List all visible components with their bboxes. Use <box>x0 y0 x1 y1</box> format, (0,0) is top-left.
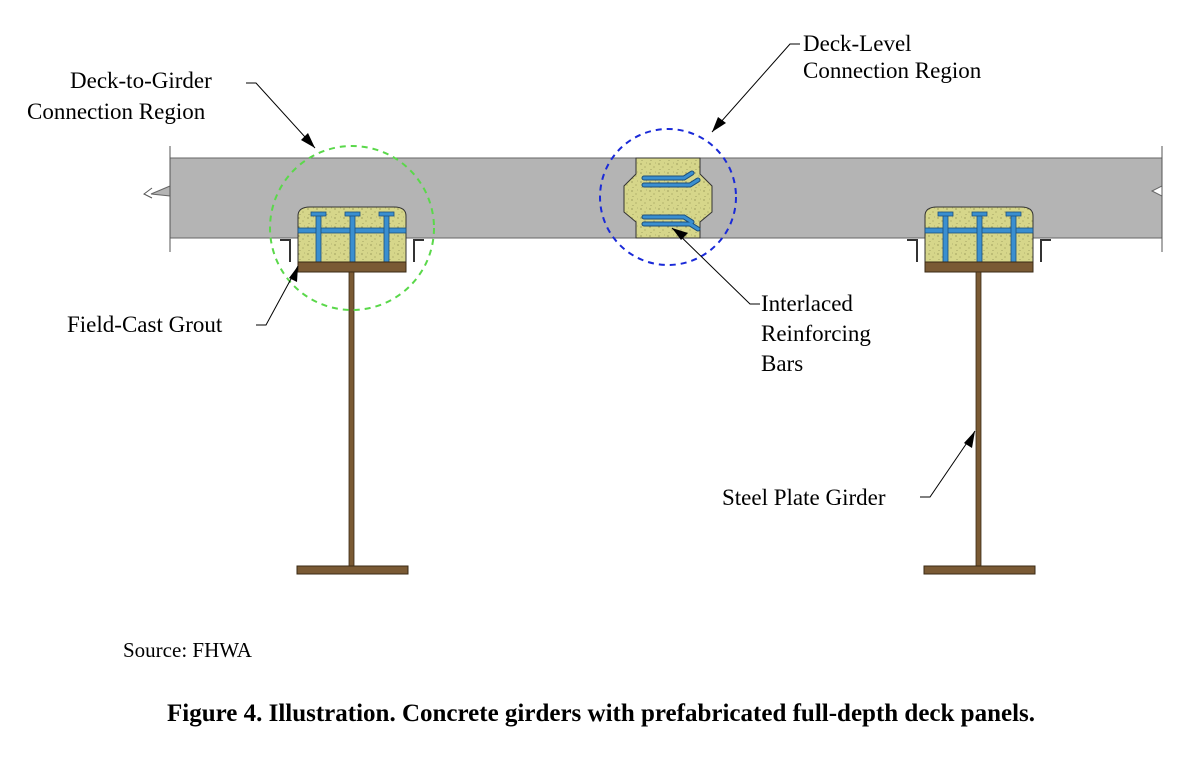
bottom-flange-left <box>296 565 409 575</box>
deck-to-girder-region-circle <box>269 145 435 311</box>
label-field-cast-grout: Field-Cast Grout <box>67 311 222 338</box>
leader-deck-level <box>711 43 800 133</box>
label-field-cast-grout-text: Field-Cast Grout <box>67 312 223 337</box>
edge-angle-left-a <box>280 239 291 262</box>
web-right <box>975 271 982 569</box>
figure-caption: Figure 4. Illustration. Concrete girders… <box>166 700 1036 727</box>
top-flange-right <box>924 261 1034 273</box>
label-interlaced-bars: Interlaced Reinforcing Bars <box>761 289 871 379</box>
left-girder <box>280 206 424 575</box>
arrowhead-field-cast-grout <box>289 266 298 282</box>
leader-field-cast-grout <box>256 265 299 326</box>
arrowhead-deck-to-girder <box>301 133 315 148</box>
arrowhead-steel-plate-girder <box>964 431 975 448</box>
deck-level-region-circle <box>599 128 737 266</box>
label-deck-to-girder-line2-wrap: Connection Region <box>27 98 205 125</box>
label-deck-level-line1: Deck-Level <box>803 31 912 56</box>
arrowhead-interlaced-bars <box>672 228 688 240</box>
source-note: Source: FHWA <box>123 638 252 662</box>
edge-angle-left-b <box>413 239 424 262</box>
label-deck-level-line2: Connection Region <box>803 58 982 83</box>
top-flange-left <box>297 261 407 273</box>
label-steel-plate-girder: Steel Plate Girder <box>722 484 886 511</box>
label-interlaced-line2: Reinforcing <box>761 321 871 346</box>
label-deck-to-girder-line2: Connection Region <box>27 99 206 124</box>
web-left <box>348 271 355 569</box>
label-deck-level: Deck-Level Connection Region <box>803 30 981 84</box>
bridge-deck-illustration <box>143 43 1163 575</box>
deck-level-joint <box>623 157 713 239</box>
label-deck-to-girder-line1: Deck-to-Girder <box>70 68 212 93</box>
leader-steel-plate-girder <box>920 430 976 498</box>
label-steel-plate-girder-text: Steel Plate Girder <box>722 485 886 510</box>
bottom-flange-right <box>923 565 1036 575</box>
label-deck-to-girder: Deck-to-Girder <box>70 67 212 94</box>
leader-deck-to-girder <box>246 82 316 149</box>
leader-interlaced-bars <box>671 227 760 305</box>
label-interlaced-line1: Interlaced <box>761 291 853 316</box>
arrowhead-deck-level <box>712 117 726 132</box>
right-girder <box>907 206 1051 575</box>
label-interlaced-line3: Bars <box>761 351 804 376</box>
edge-angle-right-a <box>907 239 918 262</box>
edge-angle-right-b <box>1040 239 1051 262</box>
